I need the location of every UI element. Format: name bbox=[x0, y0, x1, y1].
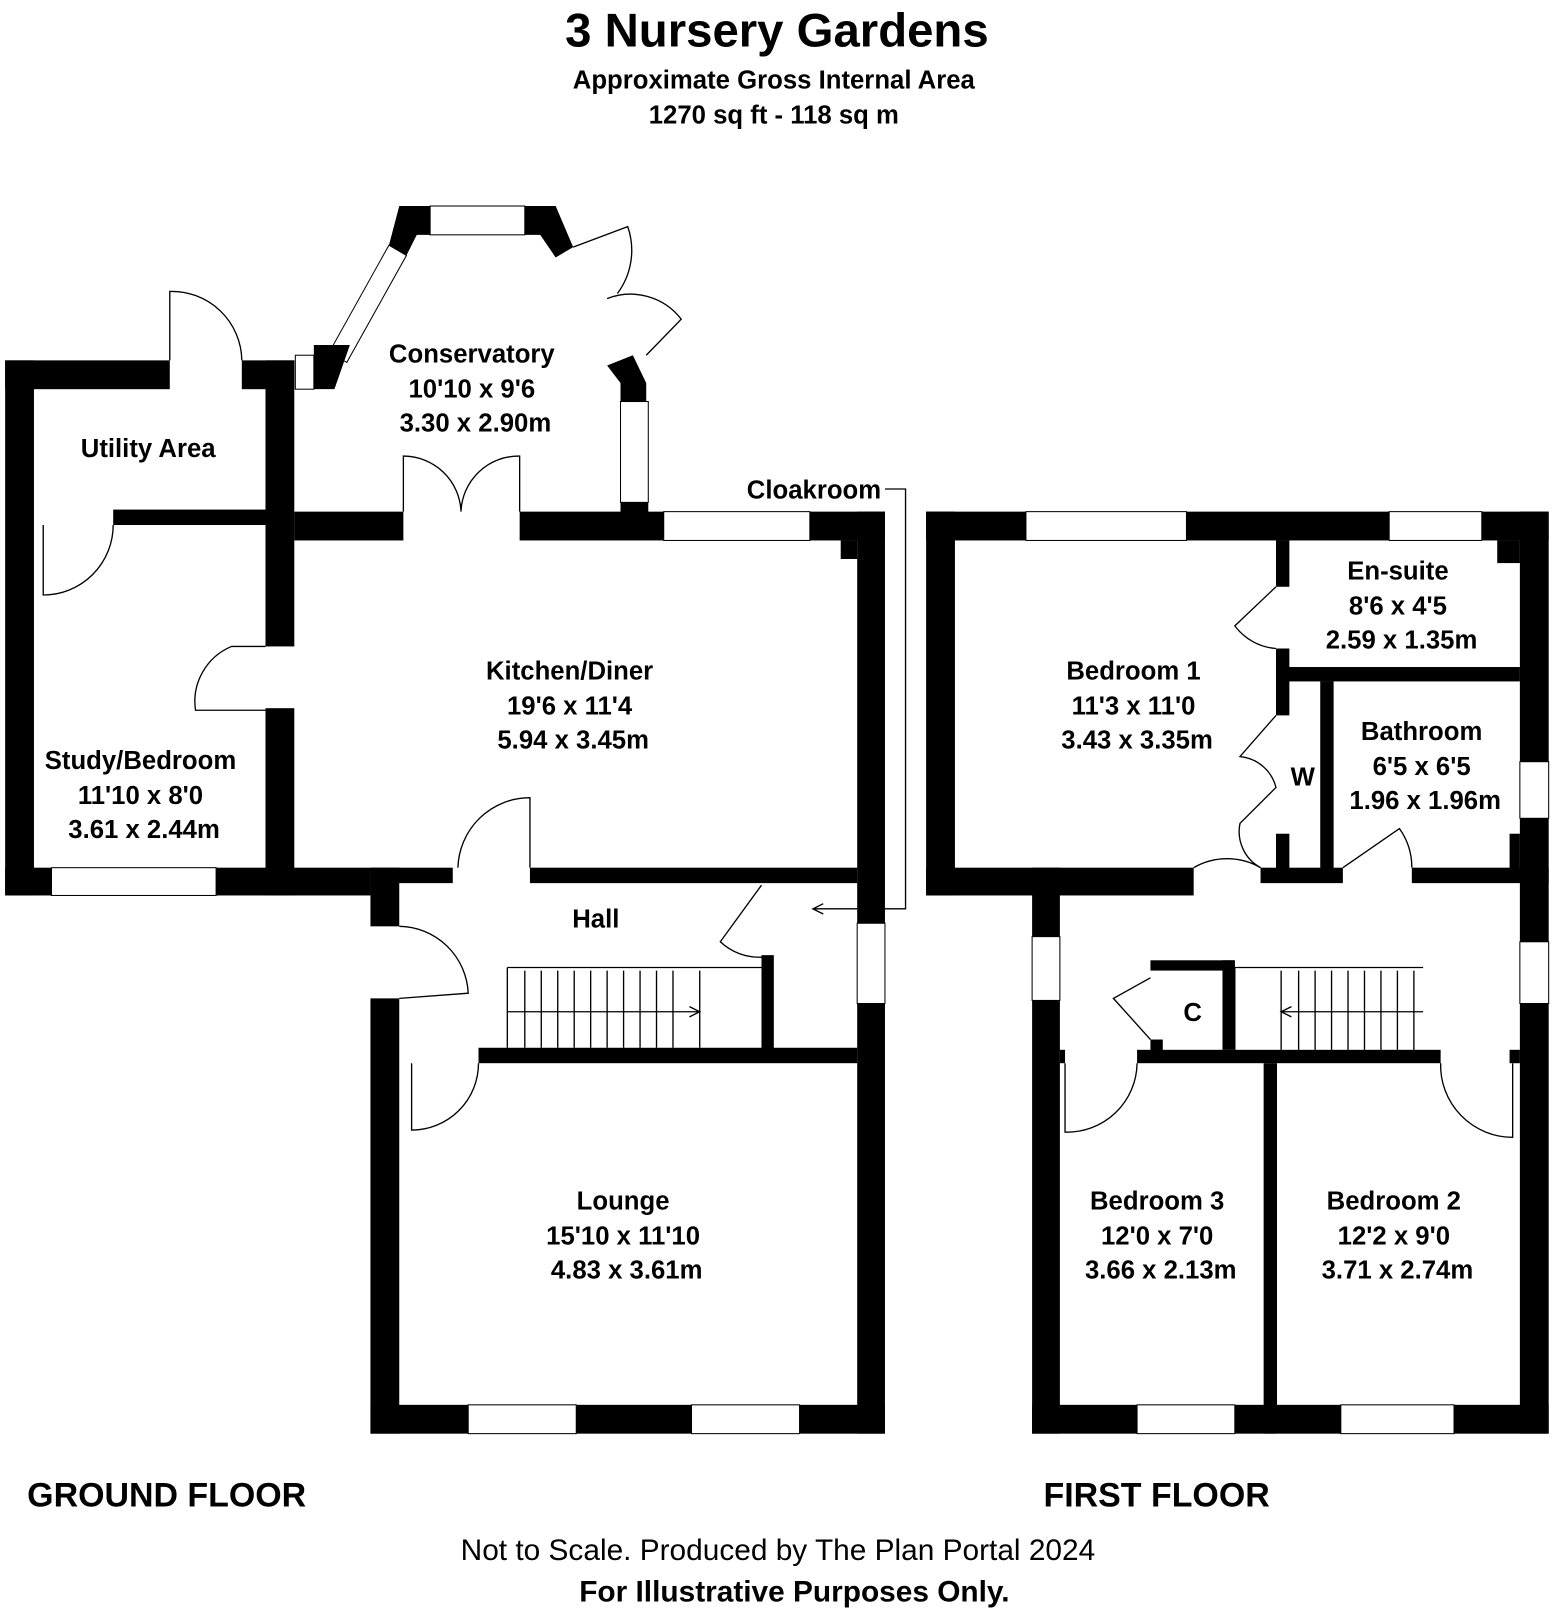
plan-area: 1270 sq ft - 118 sq m bbox=[649, 102, 899, 130]
ground-floor-doors bbox=[42, 225, 907, 1131]
first-floor-walls bbox=[926, 511, 1550, 1435]
illustrative-note: For Illustrative Purposes Only. bbox=[579, 1575, 1009, 1608]
room-utility-area: Utility Area bbox=[81, 435, 217, 463]
room-bedroom-2: Bedroom 2 12'2 x 9'0 3.71 x 2.74m bbox=[1322, 1187, 1474, 1284]
room-study-bedroom: Study/Bedroom 11'10 x 8'0 3.61 x 2.44m bbox=[45, 747, 244, 844]
room-hall: Hall bbox=[572, 905, 619, 933]
room-conservatory: Conservatory 10'10 x 9'6 3.30 x 2.90m bbox=[389, 340, 562, 437]
room-lounge: Lounge 15'10 x 11'10 4.83 x 3.61m bbox=[546, 1187, 707, 1284]
room-bedroom-3: Bedroom 3 12'0 x 7'0 3.66 x 2.13m bbox=[1085, 1187, 1237, 1284]
ground-floor-stairs bbox=[506, 966, 762, 1048]
first-floor-label: FIRST FLOOR bbox=[1044, 1477, 1270, 1515]
ground-floor-label: GROUND FLOOR bbox=[27, 1477, 306, 1515]
room-en-suite: En-suite 8'6 x 4'5 2.59 x 1.35m bbox=[1326, 558, 1478, 655]
plan-title: 3 Nursery Gardens bbox=[565, 5, 989, 58]
room-wardrobe: W bbox=[1291, 763, 1316, 791]
room-kitchen-diner: Kitchen/Diner 19'6 x 11'4 5.94 x 3.45m bbox=[486, 657, 660, 754]
first-floor-doors bbox=[1064, 586, 1514, 1138]
room-cloakroom: Cloakroom bbox=[747, 476, 881, 504]
ground-floor-walls bbox=[5, 205, 886, 1435]
room-bedroom-1: Bedroom 1 11'3 x 11'0 3.43 x 3.35m bbox=[1061, 657, 1213, 754]
room-cupboard: C bbox=[1183, 999, 1202, 1027]
room-bathroom: Bathroom 6'5 x 6'5 1.96 x 1.96m bbox=[1349, 718, 1501, 815]
plan-subtitle: Approximate Gross Internal Area bbox=[573, 67, 976, 95]
first-floor-stairs bbox=[1234, 966, 1424, 1050]
disclaimer-text: Not to Scale. Produced by The Plan Porta… bbox=[461, 1534, 1096, 1567]
